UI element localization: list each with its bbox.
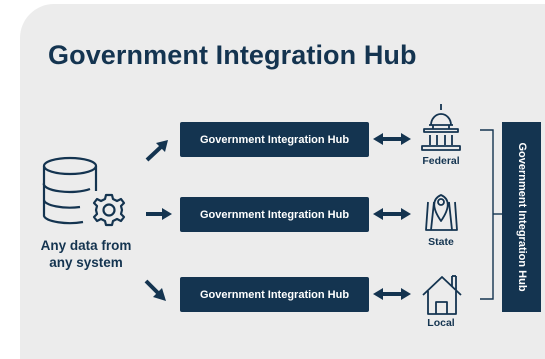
level-bracket xyxy=(480,129,502,300)
source-label: Any data from any system xyxy=(30,237,142,271)
level-label-federal: Federal xyxy=(422,155,460,167)
side-bar: Government Integration Hub xyxy=(502,122,541,312)
double-arrows xyxy=(373,133,411,300)
state-map-pin-icon xyxy=(425,194,458,231)
source-arrows xyxy=(144,140,172,301)
house-icon xyxy=(422,275,462,315)
source-label-line2: any system xyxy=(49,255,123,270)
side-bar-label: Government Integration Hub xyxy=(515,142,528,292)
page-title: Government Integration Hub xyxy=(48,40,417,70)
level-label-state: State xyxy=(428,236,454,248)
hub-box-federal: Government Integration Hub xyxy=(180,122,369,157)
source-label-line1: Any data from xyxy=(40,238,132,253)
hub-box-local: Government Integration Hub xyxy=(180,277,369,312)
hub-box-state: Government Integration Hub xyxy=(180,197,369,232)
capitol-building-icon xyxy=(421,104,461,151)
database-gear-icon xyxy=(42,156,126,227)
level-label-local: Local xyxy=(427,317,455,329)
